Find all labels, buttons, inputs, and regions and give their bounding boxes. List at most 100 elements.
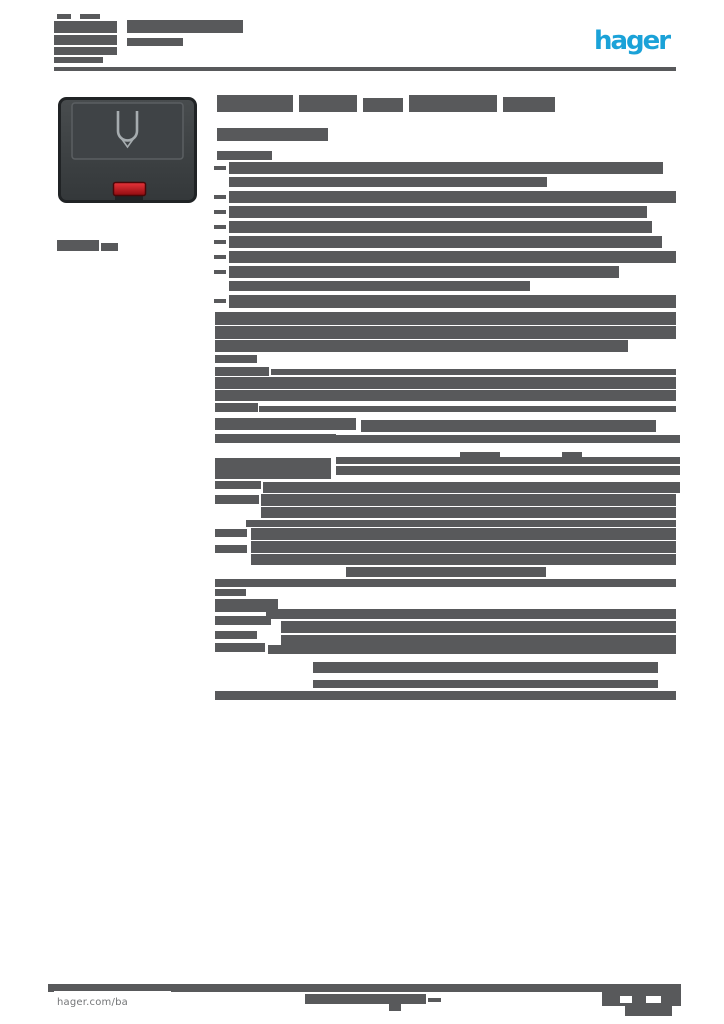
redacted-text-bar	[336, 457, 680, 464]
redacted-text-bar	[281, 635, 676, 645]
redacted-text-bar	[261, 507, 676, 518]
redacted-text-bar	[127, 20, 243, 33]
redacted-text-bar	[259, 406, 676, 412]
redacted-text-bar	[214, 299, 226, 303]
redacted-text-bar	[389, 1004, 401, 1011]
redacted-text-bar	[127, 38, 183, 46]
redacted-text-bar	[215, 403, 258, 412]
redacted-text-bar	[261, 494, 676, 506]
redacted-text-bar	[217, 151, 272, 160]
redacted-text-bar	[215, 616, 271, 625]
redacted-text-bar	[229, 191, 676, 203]
redacted-text-bar	[215, 631, 257, 639]
redacted-text-bar	[428, 998, 441, 1002]
redacted-text-bar	[217, 128, 328, 141]
redacted-text-bar	[215, 691, 676, 700]
redacted-text-bar	[263, 482, 680, 493]
redacted-text-bar	[54, 67, 676, 71]
redacted-text-bar	[215, 340, 628, 352]
redacted-text-bar	[271, 369, 676, 375]
redacted-text-bar	[54, 57, 103, 63]
redacted-text-bar	[215, 545, 247, 553]
redacted-text-bar	[48, 984, 681, 992]
redacted-text-bar	[625, 1006, 672, 1016]
redacted-text-bar	[656, 466, 680, 475]
redacted-text-bar	[215, 579, 676, 587]
redacted-text-bar	[361, 420, 656, 432]
footer-link-box: hager.com/ba	[54, 991, 171, 1017]
redacted-text-bar	[101, 243, 118, 251]
redacted-text-bar	[229, 236, 662, 248]
redacted-text-bar	[54, 21, 117, 33]
redacted-text-bar	[346, 567, 546, 577]
redacted-text-bar	[215, 367, 269, 376]
device-bottom-notch	[115, 196, 143, 202]
redacted-text-bar	[214, 210, 226, 214]
card-insert-icon	[116, 111, 139, 149]
redacted-text-bar	[215, 390, 676, 401]
redacted-text-bar	[214, 195, 226, 199]
redacted-text-bar	[251, 541, 676, 553]
redacted-text-bar	[602, 984, 681, 1006]
redacted-text-bar	[215, 481, 261, 489]
redacted-text-bar	[281, 621, 676, 633]
redacted-text-bar	[409, 95, 497, 112]
device-flap	[71, 102, 184, 160]
redacted-text-bar	[215, 529, 247, 537]
redacted-text-bar	[268, 645, 676, 654]
redacted-text-bar	[215, 377, 676, 389]
redacted-text-bar	[215, 599, 278, 612]
redacted-text-bar	[80, 14, 100, 19]
redacted-text-bar	[215, 355, 257, 363]
redacted-text-bar	[251, 528, 676, 540]
redacted-text-bar	[214, 225, 226, 229]
redacted-text-bar	[646, 996, 661, 1003]
redacted-text-bar	[251, 554, 676, 565]
redacted-text-bar	[336, 466, 656, 475]
redacted-text-bar	[229, 221, 652, 233]
redacted-text-bar	[620, 996, 632, 1003]
redacted-text-bar	[54, 47, 117, 55]
redacted-text-bar	[214, 240, 226, 244]
redacted-text-bar	[229, 162, 663, 174]
redacted-text-bar	[215, 495, 259, 504]
redacted-text-bar	[229, 281, 530, 291]
redacted-text-bar	[229, 295, 676, 308]
redacted-text-bar	[215, 458, 331, 479]
redacted-text-bar	[299, 95, 357, 112]
redacted-text-bar	[57, 14, 71, 19]
redacted-text-bar	[313, 680, 658, 688]
footer-website-link[interactable]: hager.com/ba	[57, 997, 128, 1008]
redacted-text-bar	[305, 994, 426, 1004]
redacted-text-bar	[54, 35, 117, 45]
redacted-text-bar	[215, 643, 265, 652]
redacted-text-bar	[363, 98, 403, 112]
redacted-text-bar	[562, 452, 582, 458]
redacted-text-bar	[215, 418, 356, 430]
product-image	[58, 97, 197, 203]
red-lens-indicator	[112, 181, 147, 197]
redacted-text-bar	[229, 266, 619, 278]
redacted-text-bar	[215, 312, 676, 325]
redacted-text-bar	[229, 177, 547, 187]
redacted-text-bar	[215, 434, 336, 443]
redacted-text-bar	[214, 166, 226, 170]
hager-logo: hager	[594, 26, 671, 56]
redacted-text-bar	[217, 95, 293, 112]
redacted-text-bar	[503, 97, 555, 112]
redacted-text-bar	[214, 270, 226, 274]
redacted-text-bar	[266, 609, 676, 619]
redacted-text-bar	[215, 326, 676, 339]
